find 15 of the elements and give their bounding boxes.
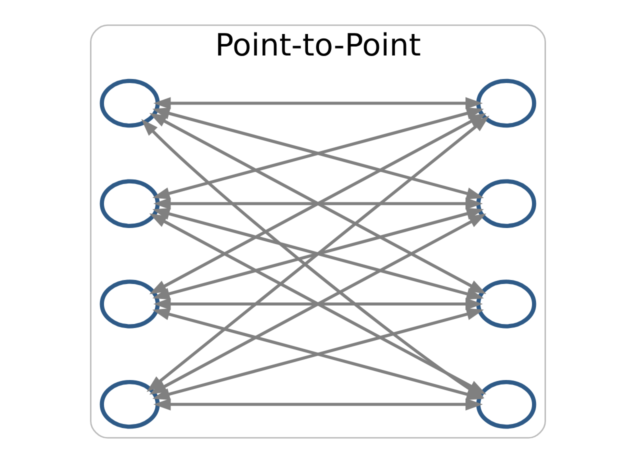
node-circle (476, 179, 536, 228)
arrow (153, 97, 483, 110)
node-circle (100, 280, 160, 328)
node-circle (476, 78, 536, 128)
arrow (152, 208, 484, 300)
arrow (153, 398, 483, 410)
cluster: Point-to-Point (90, 24, 546, 439)
node-circle (100, 78, 160, 128)
node-circle (100, 380, 160, 429)
node-circle (100, 179, 160, 228)
arrow (153, 198, 483, 210)
node-circle (476, 380, 536, 429)
node-circle (476, 280, 536, 328)
arrow (153, 298, 483, 310)
arrow (149, 113, 486, 294)
